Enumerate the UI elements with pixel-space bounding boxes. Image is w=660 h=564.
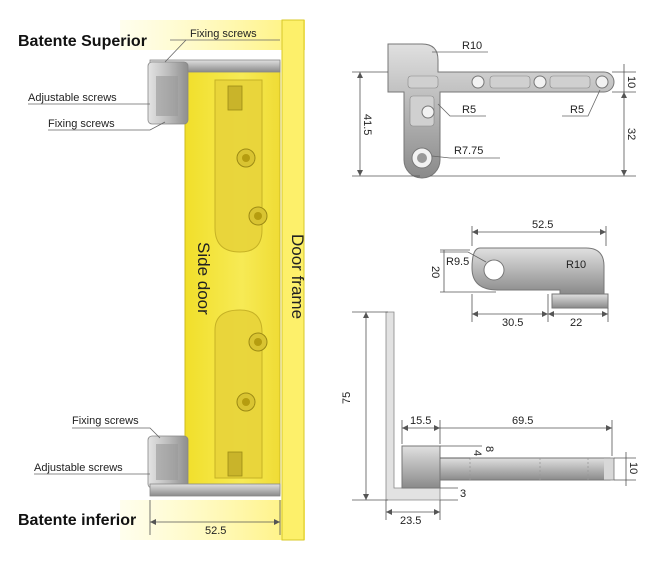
- label-side-door: Side door: [194, 242, 213, 315]
- dim-15-5: 15.5: [410, 415, 431, 427]
- dim-10-side: 10: [627, 462, 639, 474]
- dim-20: 20: [429, 266, 441, 278]
- dim-23-5: 23.5: [400, 515, 421, 527]
- dim-69-5: 69.5: [512, 415, 533, 427]
- dim-41-5: 41.5: [361, 114, 373, 135]
- mid-plate-rim: [551, 293, 609, 309]
- label-adjustable-screws-top: Adjustable screws: [28, 92, 117, 104]
- bottom-hinge-arm: [149, 483, 281, 497]
- label-r775: R7.75: [454, 145, 483, 157]
- bottom-adjust-post: [227, 451, 243, 477]
- dim-width-52-5: 52.5: [205, 525, 226, 537]
- dim-4: 4: [471, 450, 483, 456]
- side-view-part: [385, 311, 615, 501]
- hole-icon: [595, 75, 609, 89]
- dim-8: 8: [483, 446, 495, 452]
- label-r5-right: R5: [570, 104, 584, 116]
- title-bottom: Batente inferior: [18, 512, 136, 529]
- label-r9-5: R9.5: [446, 256, 469, 268]
- hole-icon: [421, 105, 435, 119]
- label-fixing-screws-top: Fixing screws: [190, 28, 257, 40]
- label-r10-top: R10: [462, 40, 482, 52]
- dim-10-top: 10: [625, 76, 637, 88]
- label-fixing-screws-bottom: Fixing screws: [72, 415, 139, 427]
- lower-hinge-plate: [214, 309, 263, 479]
- door-assembly: [120, 19, 305, 541]
- dim-22: 22: [570, 317, 582, 329]
- dim-30-5: 30.5: [502, 317, 523, 329]
- hole-icon: [471, 75, 485, 89]
- label-adjustable-screws-bottom: Adjustable screws: [34, 462, 123, 474]
- dim-75: 75: [341, 392, 353, 404]
- side-pivot-block: [401, 445, 441, 489]
- door-frame: [281, 19, 305, 541]
- side-arm: [439, 457, 611, 481]
- middle-view-part: [471, 247, 609, 309]
- upper-hinge-plate: [214, 79, 263, 253]
- label-door-frame: Door frame: [288, 234, 307, 319]
- label-fixing-screws-mid: Fixing screws: [48, 118, 115, 130]
- dim-52-5-mid: 52.5: [532, 219, 553, 231]
- label-r5-left: R5: [462, 104, 476, 116]
- label-r10-mid: R10: [566, 259, 586, 271]
- dim-32: 32: [625, 128, 637, 140]
- pivot-hole-icon: [483, 259, 505, 281]
- top-adjust-post: [227, 85, 243, 111]
- top-frame-band: [120, 20, 305, 50]
- hole-icon: [533, 75, 547, 89]
- title-top: Batente Superior: [18, 33, 147, 50]
- top-view-part: [387, 43, 615, 179]
- dim-3: 3: [460, 488, 466, 500]
